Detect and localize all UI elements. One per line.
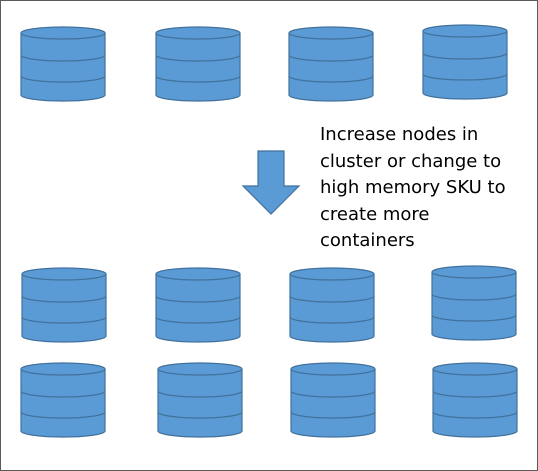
caption-text: Increase nodes in cluster or change to h… [320, 122, 530, 255]
database-cylinder-icon [155, 26, 241, 102]
caption-line: Increase nodes in [320, 124, 479, 145]
caption-line: containers [320, 230, 415, 251]
caption-line: high memory SKU to [320, 177, 506, 198]
database-cylinder-icon [432, 362, 518, 438]
database-cylinder-icon [289, 267, 375, 343]
database-cylinder-icon [431, 265, 517, 341]
database-cylinder-icon [288, 26, 374, 102]
database-cylinder-icon [20, 362, 106, 438]
arrow-down-icon [241, 150, 301, 215]
database-cylinder-icon [422, 24, 508, 100]
database-cylinder-icon [21, 267, 107, 343]
database-cylinder-icon [290, 362, 376, 438]
database-cylinder-icon [157, 362, 243, 438]
caption-line: create more [320, 203, 430, 225]
database-cylinder-icon [155, 267, 241, 343]
caption-line: cluster or change to [320, 150, 502, 172]
database-cylinder-icon [20, 26, 106, 102]
